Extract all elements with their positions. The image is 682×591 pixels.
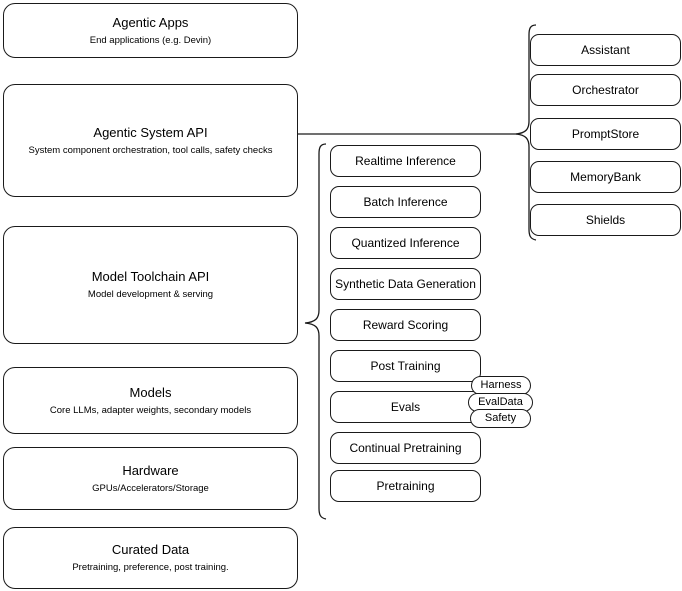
evals-subcomponent-label: EvalData xyxy=(478,396,523,408)
component-label: Batch Inference xyxy=(363,194,448,209)
layer-subtitle: System component orchestration, tool cal… xyxy=(28,144,273,156)
system-component-label: PromptStore xyxy=(571,126,640,141)
layer-subtitle: End applications (e.g. Devin) xyxy=(89,34,212,46)
layer-title: Hardware xyxy=(122,462,179,478)
evals-subcomponent-label: Safety xyxy=(484,412,517,424)
brace-toolchain xyxy=(304,143,327,520)
component-label: Realtime Inference xyxy=(355,153,456,168)
component-quantized-inference[interactable]: Quantized Inference xyxy=(330,227,481,259)
component-pretraining[interactable]: Pretraining xyxy=(330,470,481,502)
component-post-training[interactable]: Post Training xyxy=(330,350,481,382)
layer-subtitle: GPUs/Accelerators/Storage xyxy=(92,482,209,494)
connector-system-api-to-components xyxy=(298,133,517,135)
layer-box-models[interactable]: Models Core LLMs, adapter weights, secon… xyxy=(3,367,298,434)
evals-subcomponent-harness[interactable]: Harness xyxy=(471,376,531,395)
component-continual-pretraining[interactable]: Continual Pretraining xyxy=(330,432,481,464)
component-batch-inference[interactable]: Batch Inference xyxy=(330,186,481,218)
system-component-promptstore[interactable]: PromptStore xyxy=(530,118,681,150)
layer-subtitle: Pretraining, preference, post training. xyxy=(72,562,229,573)
layer-box-agentic-apps[interactable]: Agentic Apps End applications (e.g. Devi… xyxy=(3,3,298,58)
component-label: Continual Pretraining xyxy=(349,440,462,455)
brace-system-components xyxy=(515,24,537,241)
component-label: Synthetic Data Generation xyxy=(335,276,476,291)
component-realtime-inference[interactable]: Realtime Inference xyxy=(330,145,481,177)
system-component-label: Assistant xyxy=(581,42,630,57)
system-component-shields[interactable]: Shields xyxy=(530,204,681,236)
component-reward-scoring[interactable]: Reward Scoring xyxy=(330,309,481,341)
layer-title: Agentic System API xyxy=(93,124,208,140)
layer-box-agentic-system-api[interactable]: Agentic System API System component orch… xyxy=(3,84,298,197)
layer-title: Models xyxy=(129,384,172,400)
evals-subcomponent-evaldata[interactable]: EvalData xyxy=(468,393,533,412)
layer-title: Model Toolchain API xyxy=(91,269,210,284)
evals-subcomponent-safety[interactable]: Safety xyxy=(470,409,531,428)
system-component-label: Shields xyxy=(585,212,626,227)
layer-subtitle: Core LLMs, adapter weights, secondary mo… xyxy=(49,404,252,416)
evals-subcomponent-label: Harness xyxy=(480,379,522,391)
layer-box-curated-data[interactable]: Curated Data Pretraining, preference, po… xyxy=(3,527,298,589)
layer-title: Curated Data xyxy=(111,542,190,557)
system-component-orchestrator[interactable]: Orchestrator xyxy=(530,74,681,106)
component-label: Quantized Inference xyxy=(351,235,460,250)
component-label: Post Training xyxy=(370,358,441,373)
component-evals[interactable]: Evals xyxy=(330,391,481,423)
layer-box-hardware[interactable]: Hardware GPUs/Accelerators/Storage xyxy=(3,447,298,510)
component-label: Evals xyxy=(390,399,421,414)
system-component-label: MemoryBank xyxy=(570,169,641,184)
system-component-memorybank[interactable]: MemoryBank xyxy=(530,161,681,193)
system-component-assistant[interactable]: Assistant xyxy=(530,34,681,66)
component-label: Pretraining xyxy=(376,478,435,493)
system-component-label: Orchestrator xyxy=(572,82,639,97)
component-label: Reward Scoring xyxy=(362,317,449,332)
layer-subtitle: Model development & serving xyxy=(87,289,214,300)
layer-title: Agentic Apps xyxy=(112,14,189,30)
component-synthetic-data-generation[interactable]: Synthetic Data Generation xyxy=(330,268,481,300)
layer-box-model-toolchain-api[interactable]: Model Toolchain API Model development & … xyxy=(3,226,298,344)
